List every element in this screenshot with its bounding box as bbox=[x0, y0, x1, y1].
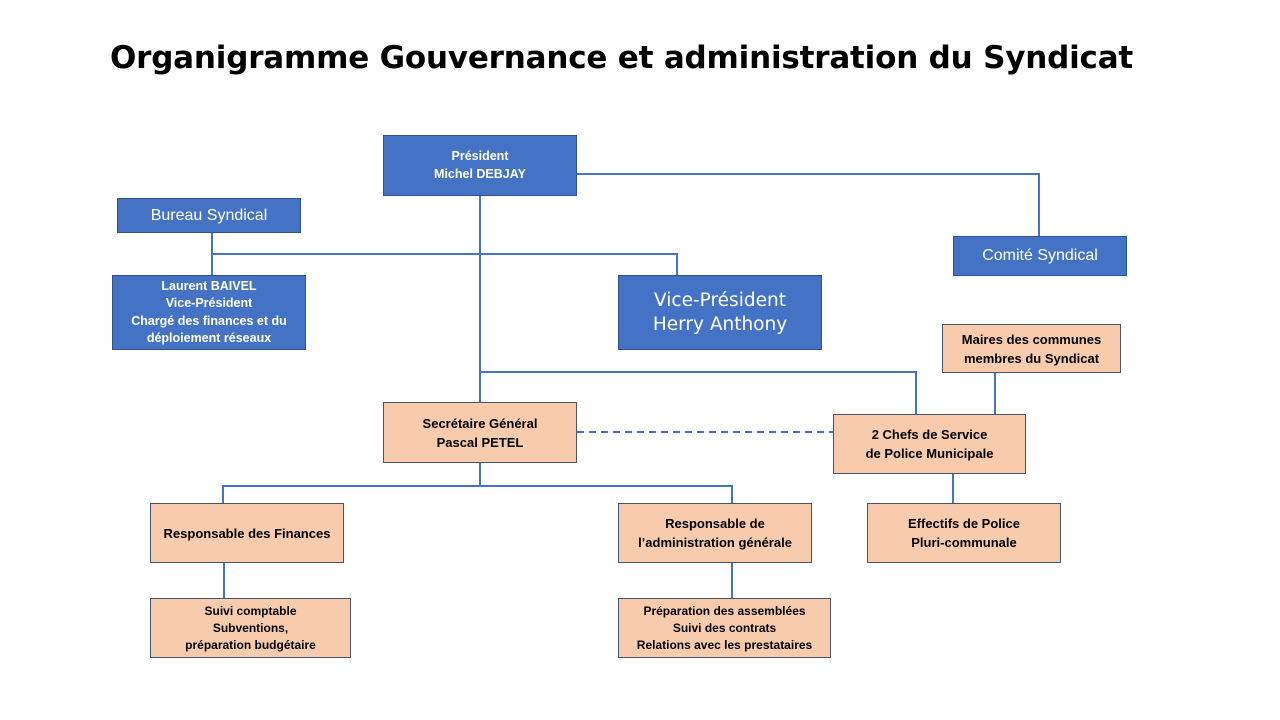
connector-president-comite bbox=[577, 173, 1040, 236]
page-title: Organigramme Gouvernance et administrati… bbox=[109, 40, 1134, 76]
box-secretaire-general: Secrétaire Général Pascal PETEL bbox=[383, 402, 577, 463]
box-maires: Maires des communes membres du Syndicat bbox=[942, 324, 1121, 373]
connector-responsables-bar bbox=[222, 485, 733, 503]
box-responsable-finances: Responsable des Finances bbox=[150, 503, 344, 563]
box-chefs-de-service: 2 Chefs de Service de Police Municipale bbox=[833, 414, 1026, 474]
box-responsable-administration: Responsable de l’administration générale bbox=[618, 503, 812, 563]
box-effectifs-police: Effectifs de Police Pluri-communale bbox=[867, 503, 1061, 563]
connector-trunk-chefs bbox=[480, 371, 917, 414]
box-preparation-assemblees: Préparation des assemblées Suivi des con… bbox=[618, 598, 831, 658]
box-comite-syndical: Comité Syndical bbox=[953, 236, 1127, 276]
box-laurent-baivel: Laurent BAIVEL Vice-Président Chargé des… bbox=[112, 275, 306, 350]
connector-vp-bar bbox=[212, 253, 678, 275]
box-vice-president-herry: Vice-Président Herry Anthony bbox=[618, 275, 822, 350]
box-bureau-syndical: Bureau Syndical bbox=[117, 198, 301, 233]
box-president: Président Michel DEBJAY bbox=[383, 135, 577, 196]
box-suivi-comptable: Suivi comptable Subventions, préparation… bbox=[150, 598, 351, 658]
